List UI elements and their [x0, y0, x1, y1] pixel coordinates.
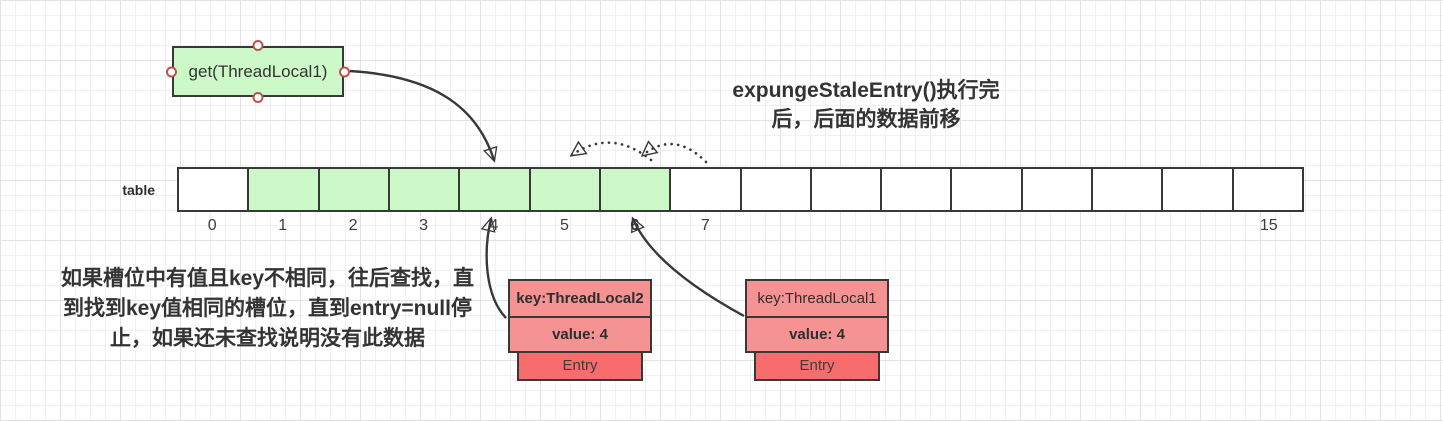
array-slot[interactable] [1233, 169, 1302, 210]
array-slot[interactable] [671, 169, 742, 210]
array-slot[interactable] [600, 169, 672, 210]
slot-index-label: 7 [700, 217, 710, 234]
slot-index-label [1093, 217, 1163, 235]
entry-box[interactable]: key:ThreadLocal2 value: 4 Entry [508, 279, 652, 381]
entry-label: Entry [754, 351, 880, 381]
connection-point-icon[interactable] [252, 92, 264, 103]
lookup-note-line2: 到找到key值相同的槽位，直到entry=null停 [63, 297, 472, 320]
slot-index-label: 5 [559, 217, 569, 234]
slot-index-label: 1 [278, 217, 288, 234]
shift-arc-slot6-to-slot5[interactable] [572, 143, 653, 162]
array-slot[interactable] [1163, 169, 1234, 210]
array-slot[interactable] [952, 169, 1023, 210]
entry-label: Entry [517, 351, 643, 381]
array-slot[interactable] [179, 169, 250, 210]
shift-arc-slot7-to-slot6[interactable] [643, 144, 708, 164]
slot-index-label [741, 217, 811, 235]
table-label: table [122, 182, 155, 198]
diagram-title-line2: 后，后面的数据前移 [771, 108, 961, 131]
connection-point-icon[interactable] [166, 66, 177, 77]
array-slot[interactable] [319, 169, 390, 210]
array-slot[interactable] [460, 169, 531, 210]
array-indices: 0 1 2 3 4 5 6 7 15 [177, 217, 1304, 235]
diagram-title-line1: expungeStaleEntry()执行完 [732, 79, 1000, 102]
slot-index-label: 4 [489, 217, 499, 234]
entry-value: value: 4 [508, 316, 652, 353]
array-slot[interactable] [249, 169, 320, 210]
slot-index-label [881, 217, 951, 235]
slot-index-label [811, 217, 881, 235]
slot-index-label: 2 [348, 217, 358, 234]
lookup-note-line1: 如果槽位中有值且key不相同，往后查找，直 [60, 267, 475, 290]
array-slot[interactable] [741, 169, 812, 210]
entry-key: key:ThreadLocal2 [508, 279, 652, 318]
get-to-slot4-arrow[interactable] [349, 69, 494, 160]
entry-key: key:ThreadLocal1 [745, 279, 889, 318]
threadlocal-table-array[interactable] [177, 167, 1304, 212]
array-slot[interactable] [530, 169, 601, 210]
slot-index-label: 0 [207, 217, 217, 234]
slot-index-label [1022, 217, 1092, 235]
entry-box[interactable]: key:ThreadLocal1 value: 4 Entry [745, 279, 889, 381]
slot-index-label: 6 [630, 217, 640, 234]
array-slot[interactable] [1093, 169, 1164, 210]
array-slot[interactable] [1022, 169, 1094, 210]
get-box-label: get(ThreadLocal1) [188, 61, 328, 81]
lookup-note: 如果槽位中有值且key不相同，往后查找，直 到找到key值相同的槽位，直到ent… [35, 264, 500, 354]
slot-index-label [1163, 217, 1233, 235]
get-threadlocal1-box[interactable]: get(ThreadLocal1) [166, 40, 350, 103]
connection-point-icon[interactable] [252, 40, 264, 51]
slot-index-label [952, 217, 1022, 235]
diagram-title: expungeStaleEntry()执行完 后，后面的数据前移 [690, 76, 1042, 134]
slot-index-label: 3 [419, 217, 428, 234]
array-slot[interactable] [882, 169, 953, 210]
array-slot[interactable] [389, 169, 461, 210]
lookup-note-line3: 止，如果还未查找说明没有此数据 [110, 327, 425, 350]
entry-value: value: 4 [745, 316, 889, 353]
array-slot[interactable] [811, 169, 883, 210]
slot-index-label: 15 [1259, 217, 1278, 234]
connection-point-icon[interactable] [339, 66, 350, 77]
